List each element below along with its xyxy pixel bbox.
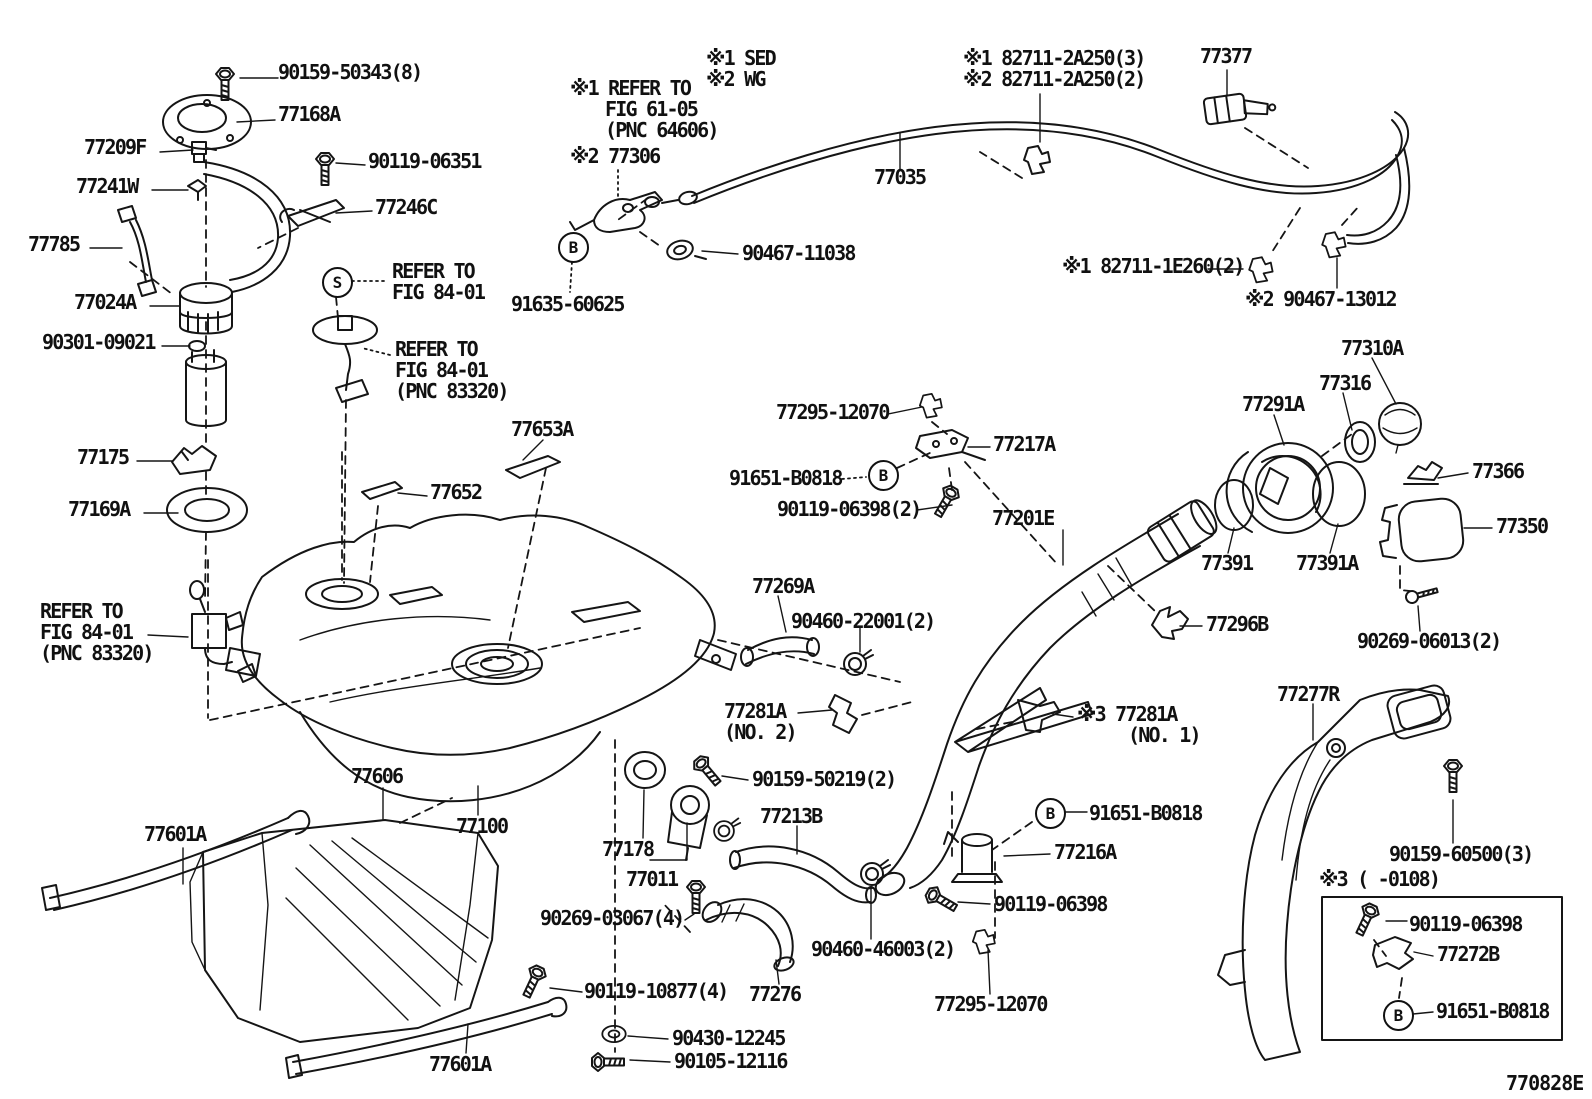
callout-circle-b: B (558, 232, 589, 263)
part-label: 77011 (626, 867, 679, 891)
part-label: 90119-06398 (1409, 912, 1523, 936)
part-label: 90119-06398 (994, 892, 1108, 916)
part-label: 90159-50219(2) (752, 767, 897, 791)
part-label: 90119-06351 (368, 149, 482, 173)
part-label: 77366 (1472, 459, 1525, 483)
part-label: 77276 (749, 982, 802, 1006)
part-label: 90119-10877(4) (584, 979, 729, 1003)
part-label: 90269-03067(4) (540, 906, 685, 930)
part-label: 77209F (84, 135, 147, 159)
part-label: 77377 (1200, 44, 1253, 68)
part-label: 77168A (278, 102, 341, 126)
part-label: 90269-06013(2) (1357, 629, 1502, 653)
part-label: 77100 (456, 814, 509, 838)
part-label: 77281A(NO. 2) (724, 699, 797, 744)
part-label: 77391 (1201, 551, 1254, 575)
callout-circle-b: B (1035, 798, 1066, 829)
part-label: 90460-22001(2) (791, 609, 936, 633)
part-label: 77350 (1496, 514, 1549, 538)
part-label: 90105-12116 (674, 1049, 788, 1073)
part-label: 77785 (28, 232, 81, 256)
part-label: 77310A (1341, 336, 1404, 360)
part-label: ※2 90467-13012 (1245, 287, 1398, 311)
figure-doc-code: 770828E (1506, 1071, 1584, 1095)
part-label: ※3 ( -0108) (1319, 867, 1441, 891)
part-label: 77178 (602, 837, 655, 861)
part-label: 77391A (1296, 551, 1359, 575)
part-label: 91651-B0818 (729, 466, 843, 490)
part-label: 90467-11038 (742, 241, 856, 265)
part-label: 77217A (993, 432, 1056, 456)
part-label: 77269A (752, 574, 815, 598)
part-label: 77295-12070 (934, 992, 1048, 1016)
callout-circle-s: S (322, 267, 353, 298)
part-label: 77201E (992, 506, 1055, 530)
part-label: 77316 (1319, 371, 1372, 395)
part-label: 77291A (1242, 392, 1305, 416)
callout-circle-b: B (868, 460, 899, 491)
part-label: 77272B (1437, 942, 1500, 966)
part-label: 77246C (375, 195, 438, 219)
part-label: 77295-12070 (776, 400, 890, 424)
part-label: 90159-60500(3) (1389, 842, 1534, 866)
part-label: ※1 82711-1E260(2) (1062, 254, 1245, 278)
part-label: 77601A (144, 822, 207, 846)
part-label: 90460-46003(2) (811, 937, 956, 961)
part-label: 77601A (429, 1052, 492, 1076)
part-label: 90301-09021 (42, 330, 156, 354)
part-label: 77296B (1206, 612, 1269, 636)
part-label: 90119-06398(2) (777, 497, 922, 521)
part-label: 91651-B0818 (1436, 999, 1550, 1023)
part-label: 77216A (1054, 840, 1117, 864)
part-label: 77035 (874, 165, 927, 189)
part-label: 77213B (760, 804, 823, 828)
part-label: 90159-50343(8) (278, 60, 423, 84)
part-label: 90430-12245 (672, 1026, 786, 1050)
part-label: 77652 (430, 480, 483, 504)
part-label: ※3 77281A(NO. 1) (1077, 702, 1201, 747)
part-label: 77653A (511, 417, 574, 441)
part-label: 77241W (76, 174, 139, 198)
callout-circle-b: B (1383, 1000, 1414, 1031)
part-label: ※1 82711-2A250(3)※2 82711-2A250(2) (963, 46, 1146, 91)
part-label: 91635-60625 (511, 292, 625, 316)
part-label: 77024A (74, 290, 137, 314)
part-label: 77606 (351, 764, 404, 788)
part-label: 77169A (68, 497, 131, 521)
part-label: 91651-B0818 (1089, 801, 1203, 825)
part-label: ※2 77306 (570, 144, 661, 168)
part-label: 77277R (1277, 682, 1340, 706)
part-label: 77175 (77, 445, 130, 469)
